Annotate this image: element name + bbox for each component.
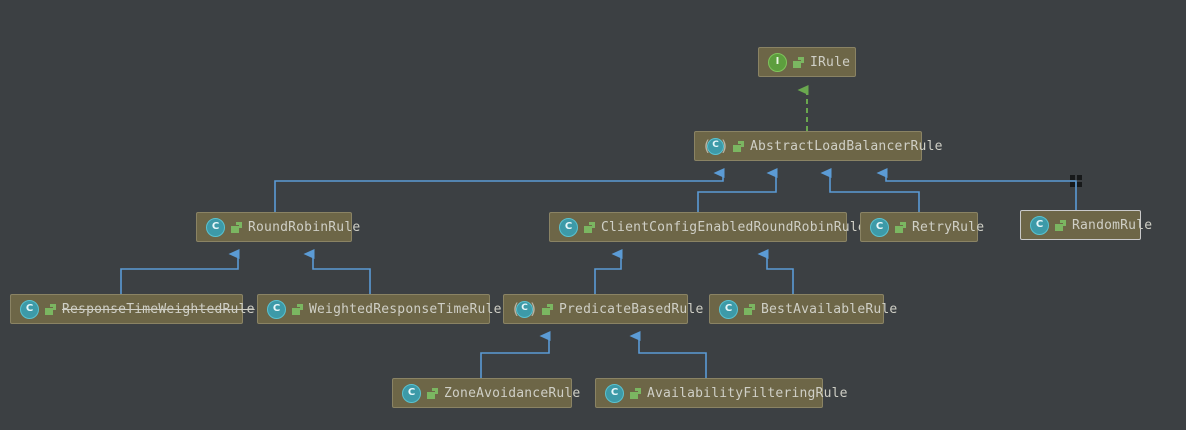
class-node-best-available-rule[interactable]: C BestAvailableRule bbox=[709, 294, 897, 324]
class-node-label: BestAvailableRule bbox=[761, 301, 898, 317]
edge-extends-bestavailable bbox=[757, 249, 794, 294]
class-node-random-rule[interactable]: C RandomRule bbox=[1020, 210, 1152, 240]
class-icon: C bbox=[206, 217, 225, 237]
class-node-label: WeightedResponseTimeRule bbox=[309, 301, 502, 317]
class-node-label: AvailabilityFilteringRule bbox=[647, 385, 848, 401]
class-node-response-time-weighted-rule[interactable]: C ResponseTimeWeightedRule bbox=[10, 294, 254, 324]
public-member-icon bbox=[1055, 219, 1066, 231]
class-node-label: RandomRule bbox=[1072, 217, 1153, 233]
public-member-icon bbox=[427, 387, 438, 399]
edge-extends-randomrule bbox=[876, 168, 1077, 210]
class-icon: C bbox=[559, 217, 578, 237]
public-member-icon bbox=[895, 221, 906, 233]
class-node-predicate-based-rule[interactable]: ( C ) PredicateBasedRule bbox=[503, 294, 703, 324]
edge-extends-predicatebased bbox=[594, 249, 623, 294]
class-node-label: ClientConfigEnabledRoundRobinRule bbox=[601, 219, 866, 235]
class-node-label: IRule bbox=[810, 54, 851, 70]
edge-extends-weightedresponsetime bbox=[303, 249, 371, 294]
public-member-icon bbox=[231, 221, 242, 233]
class-node-label: RoundRobinRule bbox=[248, 219, 361, 235]
class-icon: C bbox=[719, 299, 738, 319]
class-icon: C bbox=[605, 383, 624, 403]
public-member-icon bbox=[744, 303, 755, 315]
class-node-round-robin-rule[interactable]: C RoundRobinRule bbox=[196, 212, 360, 242]
class-node-label: RetryRule bbox=[912, 219, 985, 235]
class-node-weighted-response-time-rule[interactable]: C WeightedResponseTimeRule bbox=[257, 294, 501, 324]
public-member-icon bbox=[45, 303, 56, 315]
class-node-label: AbstractLoadBalancerRule bbox=[750, 138, 943, 154]
public-member-icon bbox=[584, 221, 595, 233]
class-icon: C bbox=[20, 299, 39, 319]
edge-extends-availabilityfiltering bbox=[629, 331, 707, 378]
class-node-abstract-load-balancer-rule[interactable]: ( C ) AbstractLoadBalancerRule bbox=[694, 131, 942, 161]
public-member-icon bbox=[292, 303, 303, 315]
edge-extends-zoneavoidance bbox=[480, 331, 551, 378]
class-node-irule[interactable]: I IRule bbox=[758, 47, 856, 77]
public-member-icon bbox=[793, 56, 804, 68]
class-icon: C bbox=[870, 217, 889, 237]
class-node-label: PredicateBasedRule bbox=[559, 301, 704, 317]
edge-grip-handle[interactable] bbox=[1070, 175, 1082, 187]
class-icon: C bbox=[267, 299, 286, 319]
public-member-icon bbox=[630, 387, 641, 399]
class-node-zone-avoidance-rule[interactable]: C ZoneAvoidanceRule bbox=[392, 378, 580, 408]
edge-extends-retryrule bbox=[820, 168, 920, 212]
class-node-client-config-enabled-round-robin-rule[interactable]: C ClientConfigEnabledRoundRobinRule bbox=[549, 212, 866, 242]
class-node-label: ZoneAvoidanceRule bbox=[444, 385, 581, 401]
abstract-class-icon: ( C ) bbox=[513, 299, 536, 318]
class-icon: C bbox=[1030, 215, 1049, 235]
class-node-retry-rule[interactable]: C RetryRule bbox=[860, 212, 984, 242]
interface-icon: I bbox=[768, 52, 787, 72]
abstract-class-icon: ( C ) bbox=[704, 136, 727, 155]
class-node-label: ResponseTimeWeightedRule bbox=[62, 301, 255, 317]
edge-extends-responsetimeweighted bbox=[120, 249, 240, 294]
public-member-icon bbox=[733, 140, 744, 152]
edge-extends-roundrobin bbox=[274, 168, 725, 212]
class-node-availability-filtering-rule[interactable]: C AvailabilityFilteringRule bbox=[595, 378, 847, 408]
public-member-icon bbox=[542, 303, 553, 315]
edge-extends-clientconfig bbox=[697, 168, 778, 212]
class-icon: C bbox=[402, 383, 421, 403]
